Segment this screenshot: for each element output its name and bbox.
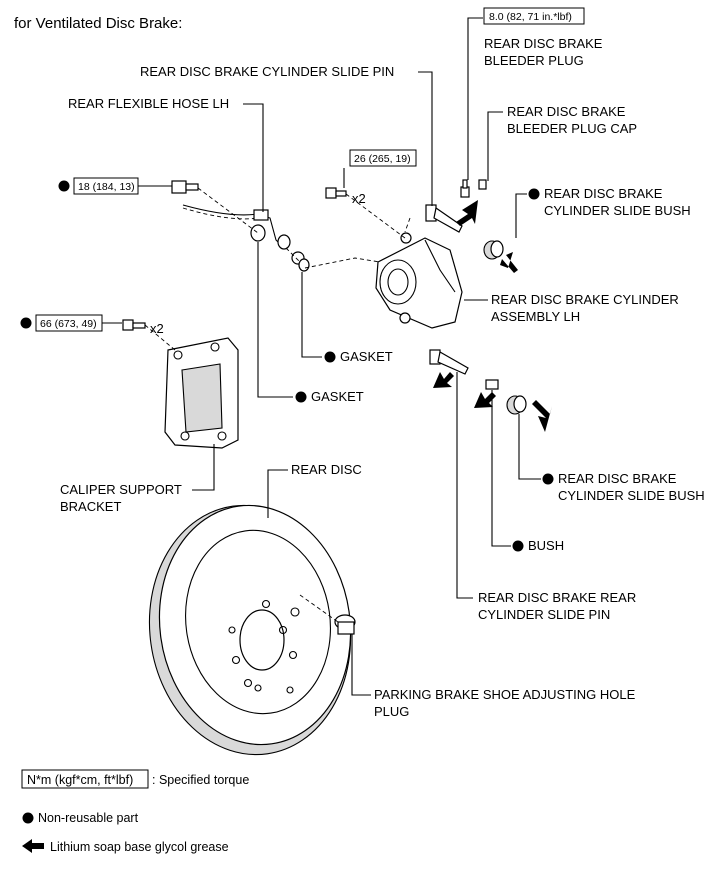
torque-spec-support-bolt: 66 (673, 49) [20,314,103,332]
torque-spec-bleeder: 8.0 (82, 71 in.*lbf) [483,7,585,25]
label-bush: BUSH [512,538,564,553]
legend-torque: N*m (kgf*cm, ft*lbf) : Specified torque [21,769,249,789]
label-parking-plug: PARKING BRAKE SHOE ADJUSTING HOLE PLUG [374,687,636,719]
label-cylinder-assembly: REAR DISC BRAKE CYLINDER ASSEMBLY LH [491,292,679,324]
bleeder-plug-illustration [460,179,470,198]
label-gasket-1: GASKET [324,349,393,364]
nonreusable-dot [512,540,524,552]
nonreusable-dot [528,188,540,200]
label-slide-bush-upper: REAR DISC BRAKE CYLINDER SLIDE BUSH [528,186,691,218]
alignment-lines [144,187,411,623]
svg-text:CYLINDER SLIDE PIN: CYLINDER SLIDE PIN [478,607,610,622]
support-bolt-illustration [122,319,146,331]
svg-text:PLUG: PLUG [374,704,409,719]
svg-text:REAR DISC BRAKE: REAR DISC BRAKE [558,471,677,486]
flexible-hose-illustration [182,204,291,250]
svg-text:8.0 (82, 71 in.*lbf): 8.0 (82, 71 in.*lbf) [489,11,572,23]
svg-text:BLEEDER PLUG CAP: BLEEDER PLUG CAP [507,121,637,136]
label-caliper-support: CALIPER SUPPORT BRACKET [60,482,182,514]
label-rear-slide-pin: REAR DISC BRAKE REAR CYLINDER SLIDE PIN [478,590,636,622]
svg-text:Non-reusable part: Non-reusable part [38,811,139,825]
svg-text:BRACKET: BRACKET [60,499,121,514]
svg-text:REAR DISC BRAKE CYLINDER: REAR DISC BRAKE CYLINDER [491,292,679,307]
svg-text:GASKET: GASKET [311,389,364,404]
cylinder-bolt-illustration [325,187,347,199]
svg-text:REAR DISC BRAKE REAR: REAR DISC BRAKE REAR [478,590,636,605]
svg-text:: Specified torque: : Specified torque [152,773,249,787]
qty-support-bolt: x2 [150,321,164,336]
caliper-support-bracket-illustration [164,337,239,449]
slide-bush-upper-illustration [483,240,504,260]
grease-arrow-rear-pin [433,372,454,388]
svg-text:26 (265, 19): 26 (265, 19) [354,153,411,165]
gasket-ring-2 [298,258,310,272]
legend-nonreusable: Non-reusable part [22,811,139,825]
svg-text:PARKING BRAKE SHOE ADJUSTING H: PARKING BRAKE SHOE ADJUSTING HOLE [374,687,636,702]
svg-text:REAR DISC BRAKE: REAR DISC BRAKE [484,36,603,51]
svg-text:Lithium soap base glycol greas: Lithium soap base glycol grease [50,840,229,854]
label-bleeder-cap: REAR DISC BRAKE BLEEDER PLUG CAP [507,104,637,136]
grease-arrow-upper-bush [500,252,518,273]
nonreusable-dot [22,812,34,824]
label-rear-disc: REAR DISC [291,462,362,477]
torque-spec-union-bolt: 18 (184, 13) [58,177,139,195]
grease-arrow-lower-bush [532,400,552,432]
label-slide-bush-lower: REAR DISC BRAKE CYLINDER SLIDE BUSH [542,471,705,503]
bush-illustration [485,379,499,390]
rear-disc-illustration [148,504,352,756]
label-flexible-hose: REAR FLEXIBLE HOSE LH [68,96,229,111]
nonreusable-dot [20,317,32,329]
svg-text:REAR DISC BRAKE: REAR DISC BRAKE [544,186,663,201]
svg-text:CALIPER SUPPORT: CALIPER SUPPORT [60,482,182,497]
svg-text:18 (184, 13): 18 (184, 13) [78,181,135,193]
svg-text:CYLINDER SLIDE BUSH: CYLINDER SLIDE BUSH [558,488,705,503]
union-bolt-illustration [171,180,199,194]
parking-plug-illustration [334,614,356,635]
nonreusable-dot [295,391,307,403]
nonreusable-dot [542,473,554,485]
legend: N*m (kgf*cm, ft*lbf) : Specified torque … [21,769,249,854]
svg-text:66 (673, 49): 66 (673, 49) [40,318,97,330]
label-gasket-2: GASKET [295,389,364,404]
nonreusable-dot [58,180,70,192]
qty-cylinder-bolt: x2 [352,191,366,206]
slide-pin-illustration [425,204,463,233]
leader-lines [102,17,541,696]
grease-arrow-icon [22,839,44,853]
nonreusable-dot [324,351,336,363]
svg-text:GASKET: GASKET [340,349,393,364]
grease-arrow-bush [474,392,496,408]
svg-text:REAR DISC BRAKE: REAR DISC BRAKE [507,104,626,119]
svg-text:CYLINDER SLIDE BUSH: CYLINDER SLIDE BUSH [544,203,691,218]
svg-text:BLEEDER PLUG: BLEEDER PLUG [484,53,584,68]
label-bleeder-plug: REAR DISC BRAKE BLEEDER PLUG [484,36,603,68]
grease-arrow-slide-pin [456,200,478,226]
cylinder-assembly-illustration [375,232,463,329]
svg-text:N*m (kgf*cm, ft*lbf): N*m (kgf*cm, ft*lbf) [27,773,133,787]
label-slide-pin: REAR DISC BRAKE CYLINDER SLIDE PIN [140,64,394,79]
bleeder-cap-illustration [478,179,487,190]
rear-slide-pin-illustration [429,349,469,375]
slide-bush-lower-illustration [506,395,527,415]
svg-text:ASSEMBLY LH: ASSEMBLY LH [491,309,580,324]
torque-spec-cylinder-bolt: 26 (265, 19) [349,149,417,167]
svg-text:BUSH: BUSH [528,538,564,553]
diagram-title: for Ventilated Disc Brake: [14,15,182,32]
legend-grease: Lithium soap base glycol grease [22,839,229,854]
